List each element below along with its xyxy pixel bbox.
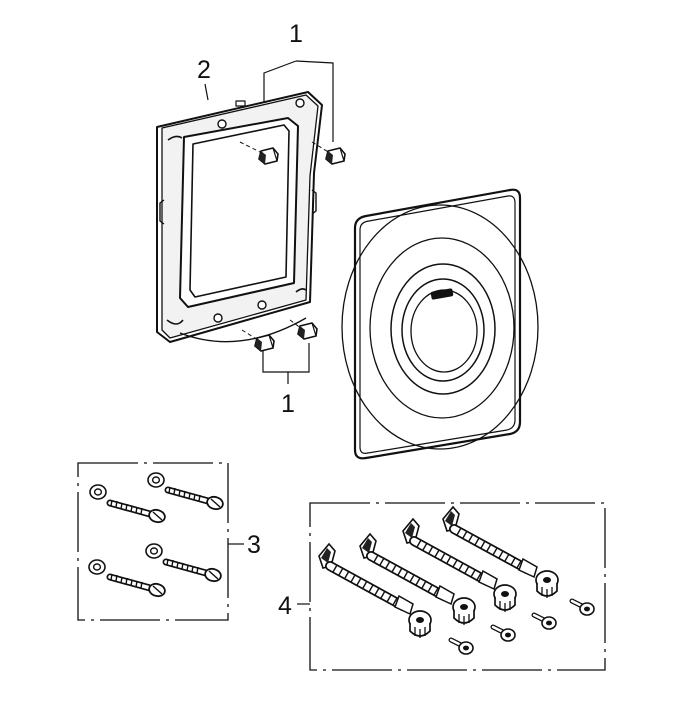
callout-fixing-screws-bottom: 1	[281, 390, 295, 418]
callout-fixing-screws-top: 1	[289, 20, 303, 48]
callout-extension-set: 4	[278, 592, 292, 620]
flush-plate	[341, 188, 539, 460]
callout-wall-plug-set: 3	[247, 531, 261, 559]
leader-1-bottom-bracket	[262, 343, 310, 373]
leader-1-top-right	[295, 60, 334, 142]
callout-leaders	[204, 60, 334, 605]
extension-set-box	[309, 503, 606, 671]
leader-1-top-left	[263, 60, 297, 115]
callout-mounting-frame: 2	[197, 56, 211, 84]
wall-plug-set-box	[77, 462, 229, 621]
fixing-screws	[239, 141, 346, 352]
mounting-frame	[156, 91, 323, 343]
leader-2	[204, 83, 209, 101]
sensor-window	[430, 288, 454, 300]
